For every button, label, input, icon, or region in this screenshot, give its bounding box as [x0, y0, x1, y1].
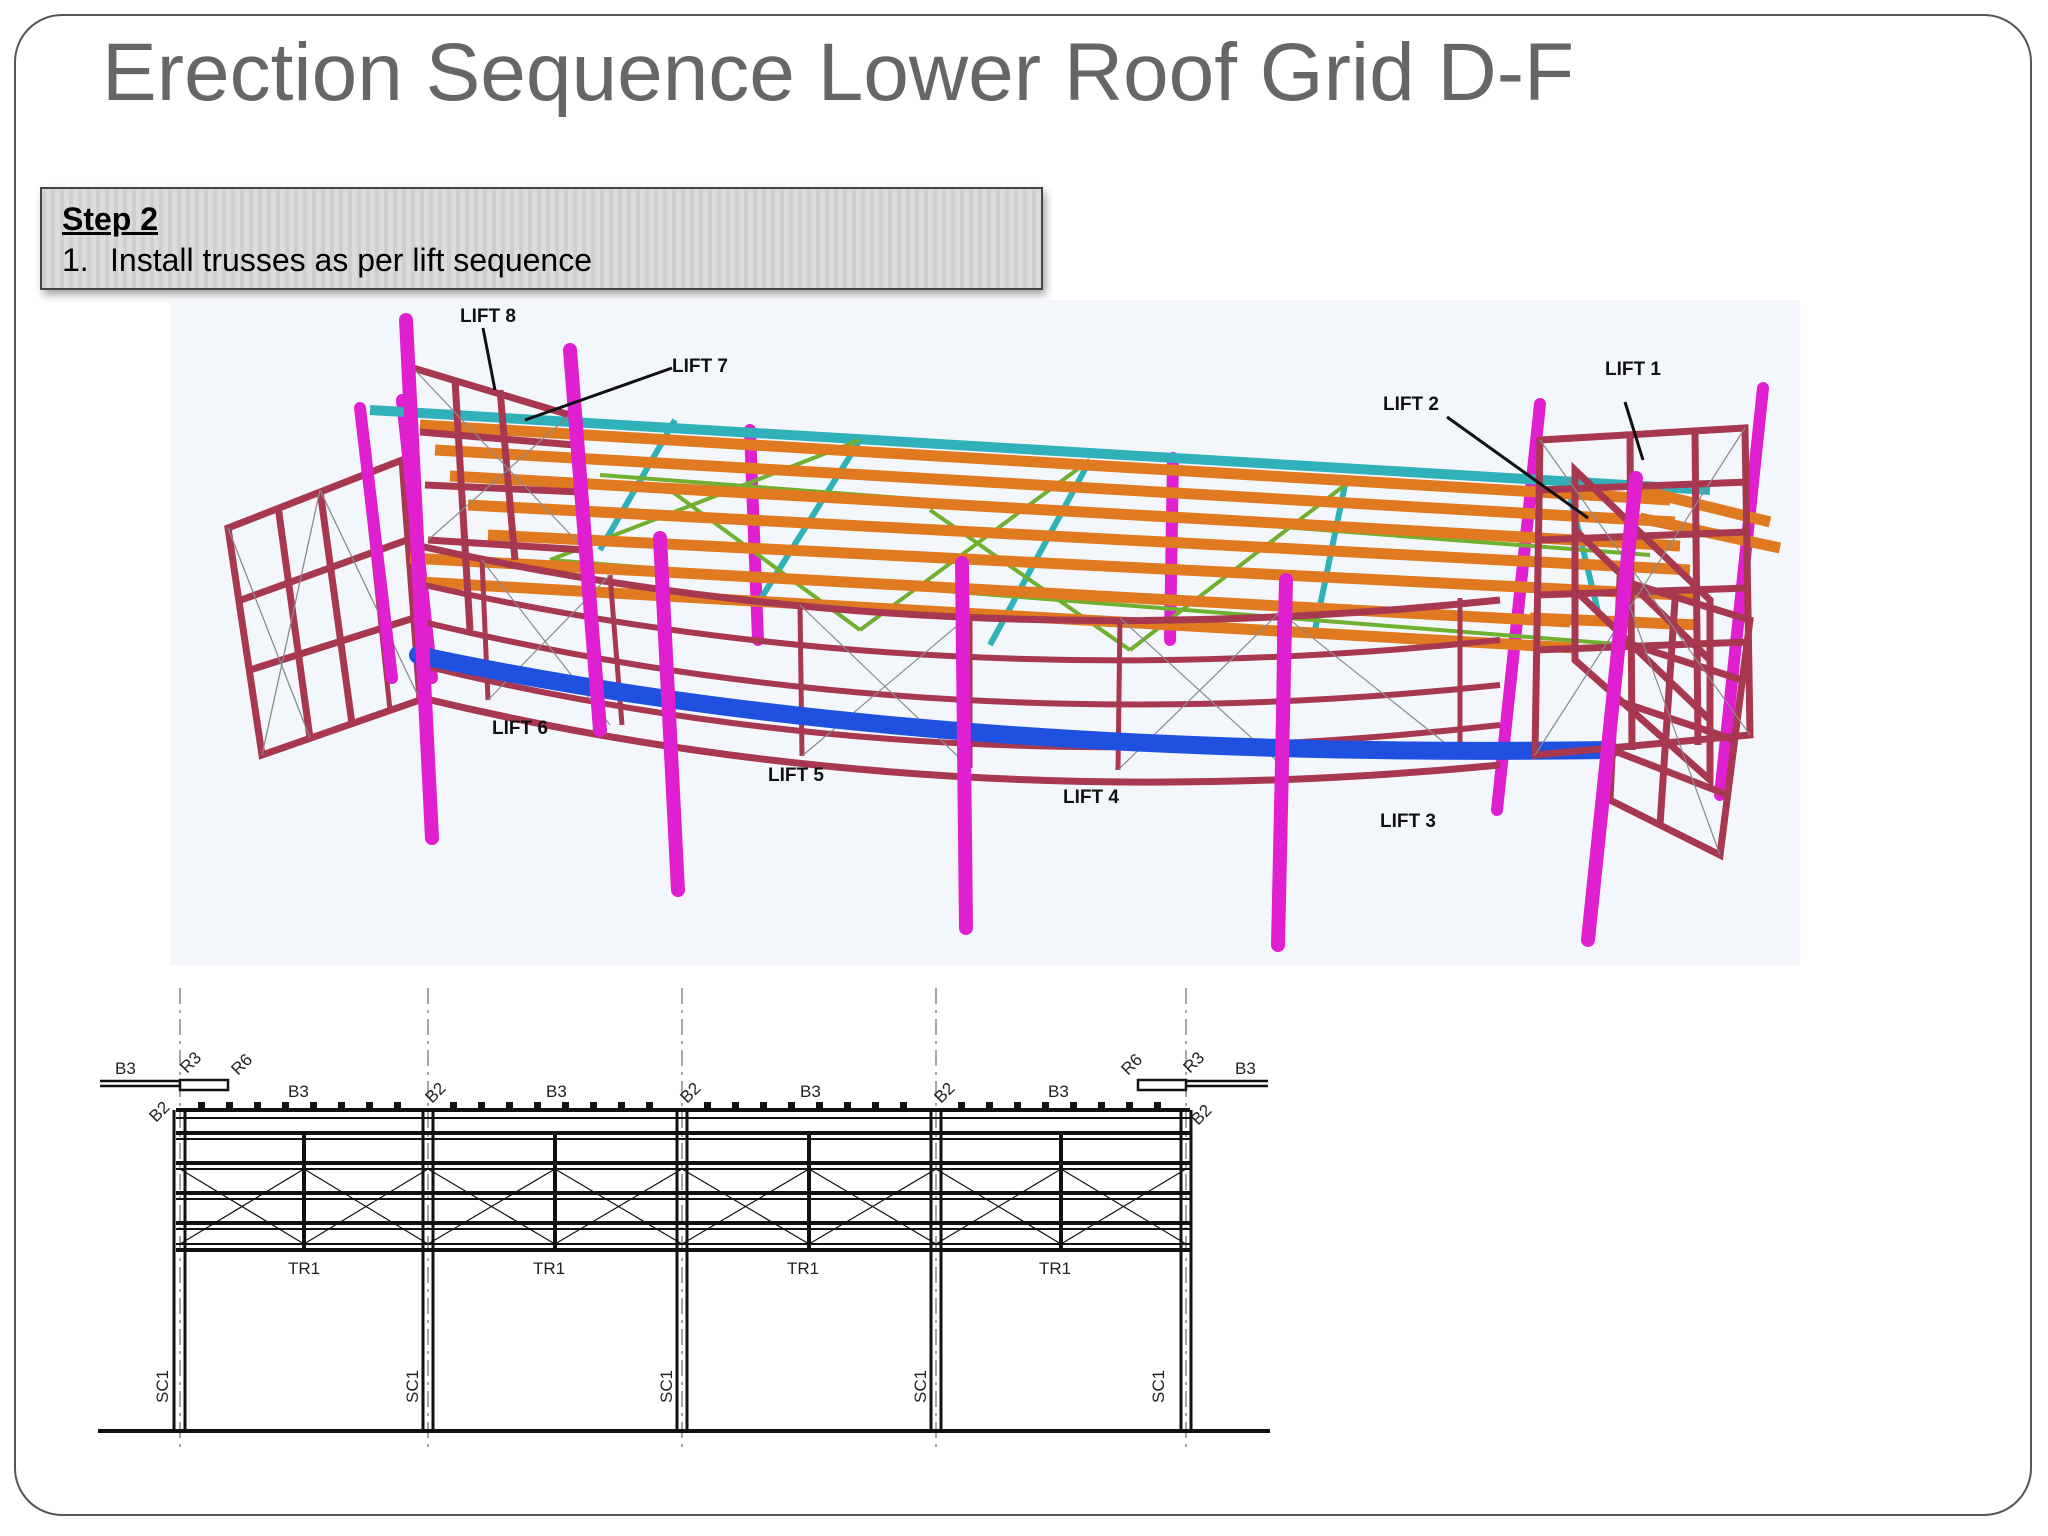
sc1-label-2: SC1	[403, 1370, 422, 1403]
steel-model-3d-view: LIFT 8 LIFT 7 LIFT 2 LIFT 1 LIFT 6 LIFT …	[170, 300, 1800, 965]
b2-label-2: B2	[676, 1079, 704, 1107]
b2-label-3: B2	[930, 1079, 958, 1107]
step-item-number: 1.	[62, 242, 89, 278]
tr1-label-bay3: TR1	[787, 1259, 819, 1278]
slide-frame	[14, 14, 2032, 1516]
tr1-label-bay2: TR1	[533, 1259, 565, 1278]
lift-4-label: LIFT 4	[1063, 787, 1119, 808]
columns	[172, 1110, 1193, 1431]
right-end-frames	[1531, 424, 1754, 861]
far-edge-beam	[369, 405, 1711, 495]
b3-label-bay1: B3	[288, 1082, 309, 1101]
b2-label-1: B2	[421, 1079, 449, 1107]
b3-label-bay4: B3	[1048, 1082, 1069, 1101]
tr1-label-bay4: TR1	[1039, 1259, 1071, 1278]
cantilever-ledges	[100, 1078, 1268, 1092]
lift-leader-lines	[481, 327, 1645, 520]
lift-2-label: LIFT 2	[1383, 394, 1439, 415]
sc1-label-5: SC1	[1149, 1370, 1168, 1403]
lift-1-label: LIFT 1	[1605, 359, 1661, 380]
truss-elevation-drawing: B3 R3 R6 B2 B3 B2 B3 B2 B3 B2 B3 R6 R3 B…	[98, 988, 1270, 1448]
b2-label-left: B2	[145, 1098, 173, 1126]
sc1-label-1: SC1	[153, 1370, 172, 1403]
lift-8-label: LIFT 8	[460, 306, 516, 327]
lift-5-label: LIFT 5	[768, 765, 824, 786]
step-heading: Step 2	[62, 201, 159, 237]
lift-3-label: LIFT 3	[1380, 811, 1436, 832]
r6-label-right: R6	[1117, 1050, 1146, 1079]
b3-label-right: B3	[1235, 1059, 1256, 1078]
near-columns	[399, 313, 1643, 952]
left-near-frame	[411, 364, 586, 631]
b3-label-bay2: B3	[546, 1082, 567, 1101]
step-callout: Step 2 1. Install trusses as per lift seq…	[40, 187, 1043, 290]
roof-beam	[176, 1108, 1190, 1119]
sc1-label-3: SC1	[657, 1370, 676, 1403]
lift-7-label: LIFT 7	[672, 356, 728, 377]
grid-lines	[179, 988, 1187, 1448]
step-item-text: Install trusses as per lift sequence	[110, 242, 593, 278]
tr1-label-bay1: TR1	[288, 1259, 320, 1278]
lift-6-label: LIFT 6	[492, 718, 548, 739]
purlin-ticks	[198, 1102, 1161, 1110]
b3-label-left: B3	[115, 1059, 136, 1078]
b3-label-bay3: B3	[800, 1082, 821, 1101]
page-title: Erection Sequence Lower Roof Grid D-F	[102, 27, 1575, 118]
r6-label-left: R6	[227, 1050, 256, 1079]
trusses	[176, 1131, 1190, 1252]
step-list-item: 1. Install trusses as per lift sequence	[62, 242, 592, 279]
sc1-label-4: SC1	[911, 1370, 930, 1403]
r3-label-right: R3	[1179, 1048, 1208, 1077]
